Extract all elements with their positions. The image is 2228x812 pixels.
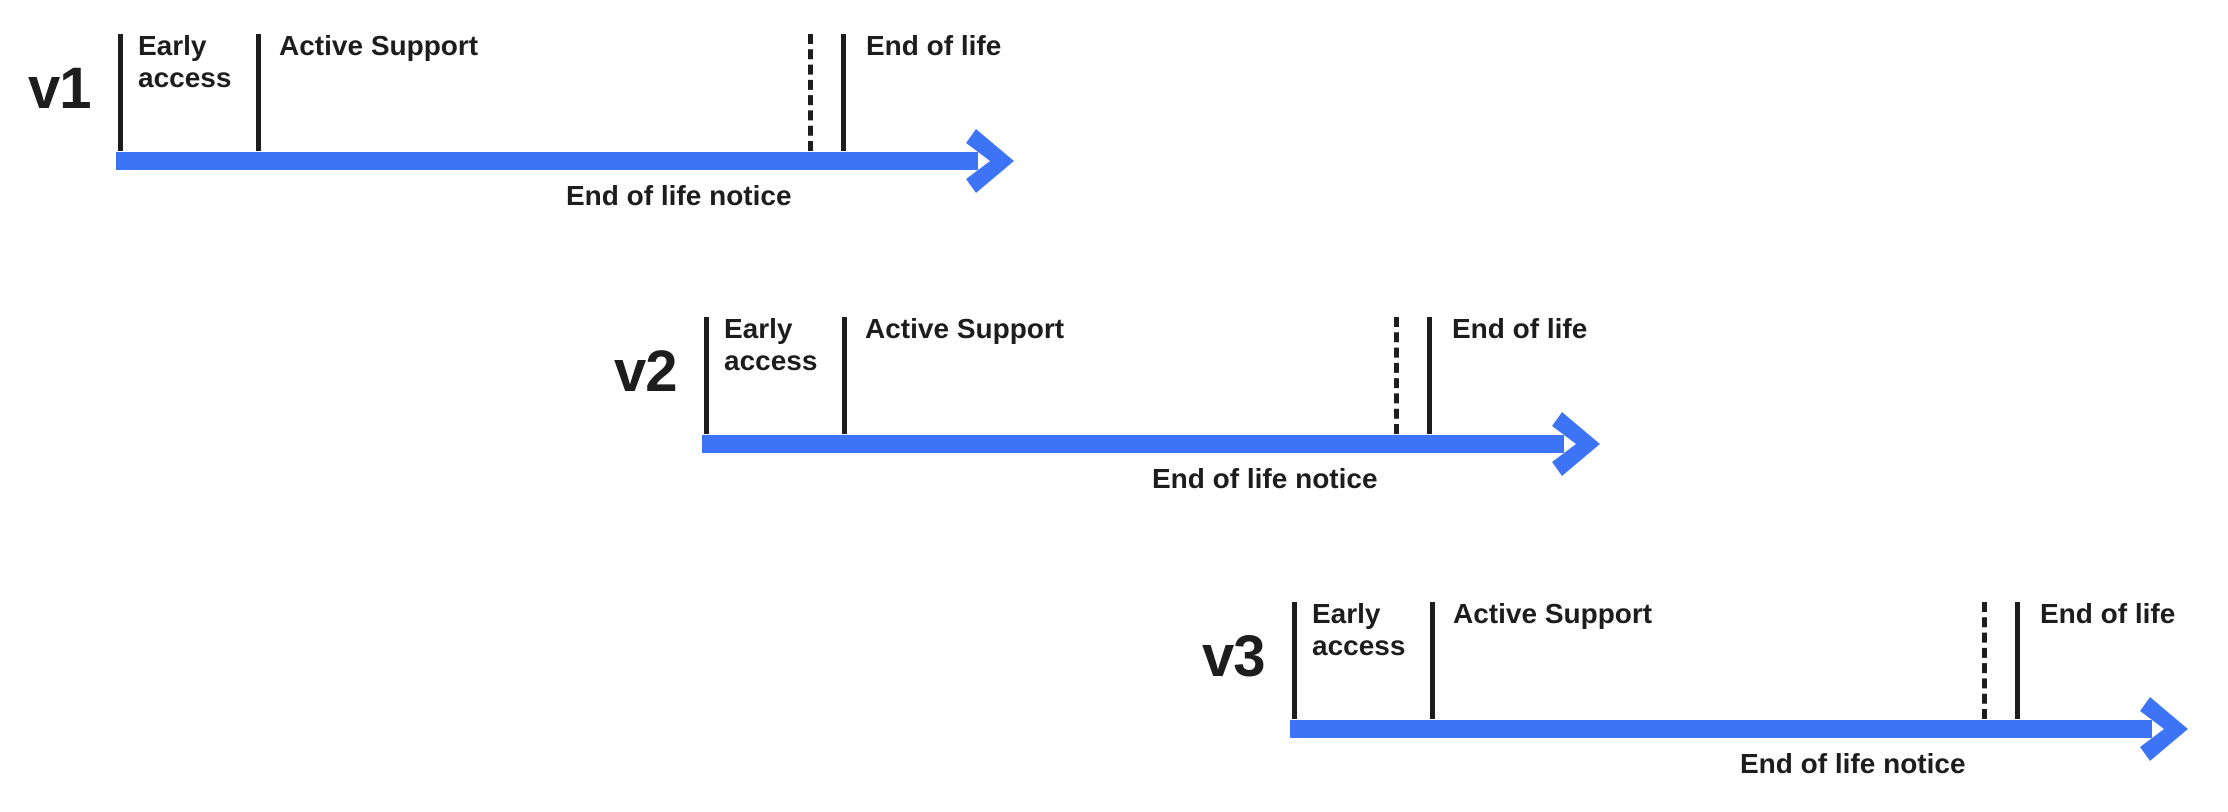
timeline-arrow-shaft-v1	[116, 152, 978, 170]
timeline-row-v2: v2 Early access Active Support End of li…	[614, 305, 1614, 515]
phase-label-early-access-v2: Early access	[724, 313, 818, 377]
tick-end-of-life-start-v1	[841, 34, 846, 151]
tick-early-access-start-v1	[118, 34, 123, 151]
timeline-row-v1: v1 Early access Active Support End of li…	[28, 22, 1028, 232]
end-of-life-notice-label-v2: End of life notice	[1152, 463, 1378, 494]
tick-end-of-life-notice-v2	[1394, 317, 1399, 434]
phase-label-end-of-life-v1: End of life	[866, 30, 1002, 61]
phase-label-active-support-v2: Active Support	[865, 313, 1065, 344]
phase-label-end-of-life-v3: End of life	[2040, 598, 2176, 629]
version-label-v3: v3	[1202, 624, 1266, 689]
tick-end-of-life-notice-v1	[808, 34, 813, 151]
timeline-arrow-shaft-v2	[702, 435, 1564, 453]
version-label-v2: v2	[614, 339, 678, 404]
phase-label-early-access-v3: Early access	[1312, 598, 1406, 662]
end-of-life-notice-label-v3: End of life notice	[1740, 748, 1966, 779]
timeline-arrow-head-v2	[1552, 412, 1600, 476]
phase-label-end-of-life-v2: End of life	[1452, 313, 1588, 344]
phase-label-early-access-v1: Early access	[138, 30, 232, 94]
phase-label-active-support-v1: Active Support	[279, 30, 479, 61]
tick-active-support-start-v1	[256, 34, 261, 151]
tick-early-access-start-v2	[704, 317, 709, 434]
tick-active-support-start-v3	[1430, 602, 1435, 719]
timeline-arrow-head-v3	[2140, 697, 2188, 761]
tick-end-of-life-start-v2	[1427, 317, 1432, 434]
tick-early-access-start-v3	[1292, 602, 1297, 719]
phase-label-active-support-v3: Active Support	[1453, 598, 1653, 629]
timeline-arrow-head-v1	[966, 129, 1014, 193]
tick-end-of-life-start-v3	[2015, 602, 2020, 719]
end-of-life-notice-label-v1: End of life notice	[566, 180, 792, 211]
timeline-arrow-shaft-v3	[1290, 720, 2152, 738]
timeline-row-v3: v3 Early access Active Support End of li…	[1202, 590, 2202, 800]
tick-end-of-life-notice-v3	[1982, 602, 1987, 719]
tick-active-support-start-v2	[842, 317, 847, 434]
version-label-v1: v1	[28, 56, 92, 121]
